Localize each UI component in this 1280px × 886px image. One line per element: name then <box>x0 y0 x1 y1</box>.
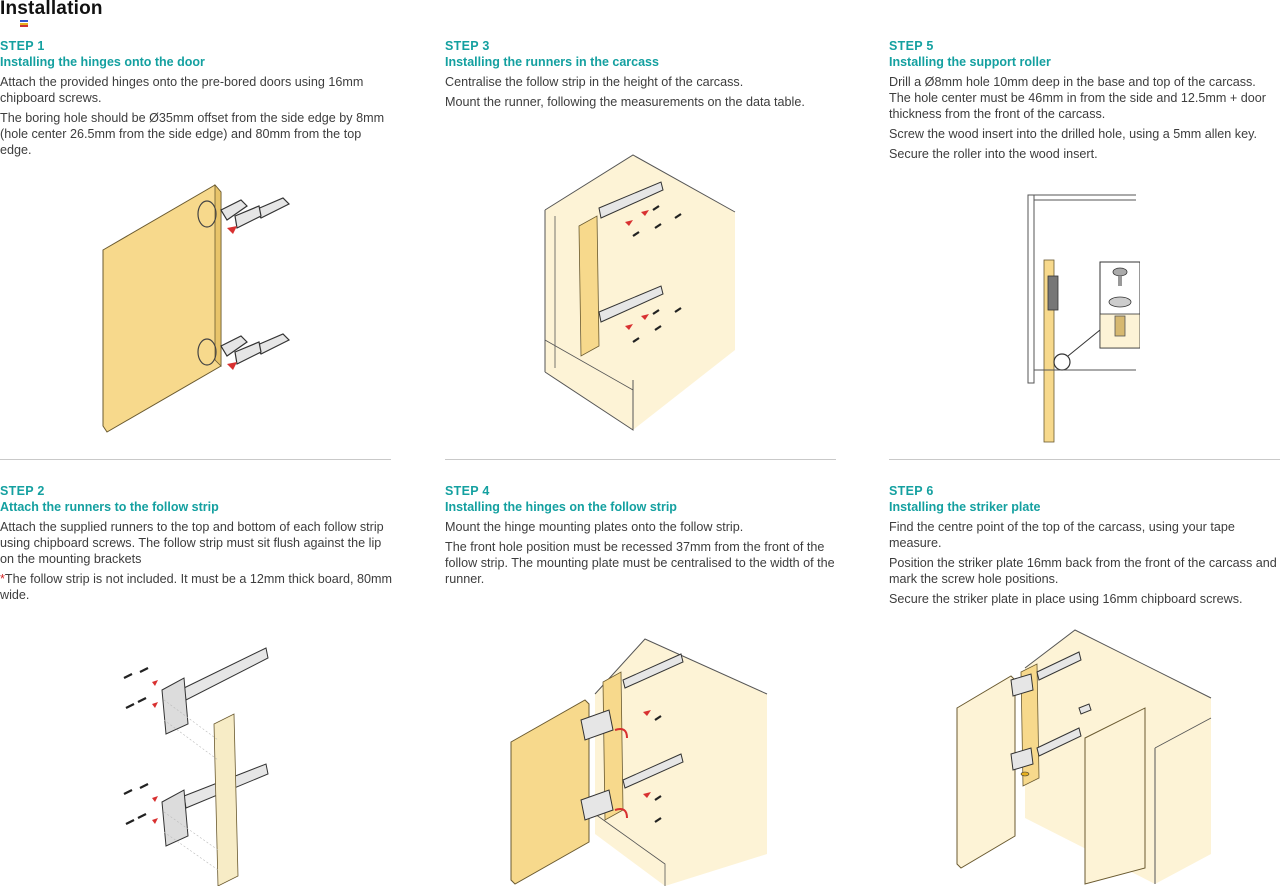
divider <box>0 459 391 460</box>
step-paragraph: Find the centre point of the top of the … <box>889 520 1235 550</box>
note-text: The follow strip is not included. It mus… <box>0 572 392 602</box>
step-3: STEP 3 Installing the runners in the car… <box>445 38 835 114</box>
step-number: STEP 3 <box>445 39 490 53</box>
step-paragraph: Attach the supplied runners to the top a… <box>0 520 384 566</box>
step-title: Installing the runners in the carcass <box>445 55 659 69</box>
step-note: *The follow strip is not included. It mu… <box>0 571 392 603</box>
striker-plate-illustration <box>956 629 1212 885</box>
step-paragraph: Mount the runner, following the measurem… <box>445 95 805 109</box>
step-paragraph: Secure the striker plate in place using … <box>889 592 1243 606</box>
step-1: STEP 1 Installing the hinges onto the do… <box>0 38 392 162</box>
support-roller-illustration <box>1027 194 1140 443</box>
door-hinge-illustration <box>102 183 291 433</box>
step-number: STEP 5 <box>889 39 934 53</box>
step-2: STEP 2 Attach the runners to the follow … <box>0 483 392 607</box>
step-paragraph: Screw the wood insert into the drilled h… <box>889 127 1257 141</box>
step-number: STEP 4 <box>445 484 490 498</box>
step-paragraph: The boring hole should be Ø35mm offset f… <box>0 111 385 157</box>
step-4: STEP 4 Installing the hinges on the foll… <box>445 483 835 591</box>
flag-icon <box>20 20 28 27</box>
carcass-runner-illustration <box>544 154 736 431</box>
step-6: STEP 6 Installing the striker plate Find… <box>889 483 1280 611</box>
step-paragraph: Drill a Ø8mm hole 10mm deep in the base … <box>889 75 1266 121</box>
step-number: STEP 2 <box>0 484 45 498</box>
step-title: Installing the striker plate <box>889 500 1041 514</box>
step-paragraph: Position the striker plate 16mm back fro… <box>889 556 1277 586</box>
page-title: Installation <box>0 0 103 19</box>
step-paragraph: Secure the roller into the wood insert. <box>889 147 1098 161</box>
step-paragraph: The front hole position must be recessed… <box>445 540 835 586</box>
step-number: STEP 6 <box>889 484 934 498</box>
step-number: STEP 1 <box>0 39 45 53</box>
note-asterisk: * <box>0 572 5 586</box>
step-paragraph: Centralise the follow strip in the heigh… <box>445 75 744 89</box>
divider <box>445 459 836 460</box>
divider <box>889 459 1280 460</box>
step-paragraph: Attach the provided hinges onto the pre-… <box>0 75 364 105</box>
step-title: Installing the hinges onto the door <box>0 55 205 69</box>
step-title: Attach the runners to the follow strip <box>0 500 219 514</box>
step-title: Installing the support roller <box>889 55 1051 69</box>
door-follow-strip-illustration <box>510 638 768 886</box>
step-5: STEP 5 Installing the support roller Dri… <box>889 38 1280 166</box>
step-title: Installing the hinges on the follow stri… <box>445 500 677 514</box>
follow-strip-illustration <box>123 647 269 886</box>
step-paragraph: Mount the hinge mounting plates onto the… <box>445 520 744 534</box>
